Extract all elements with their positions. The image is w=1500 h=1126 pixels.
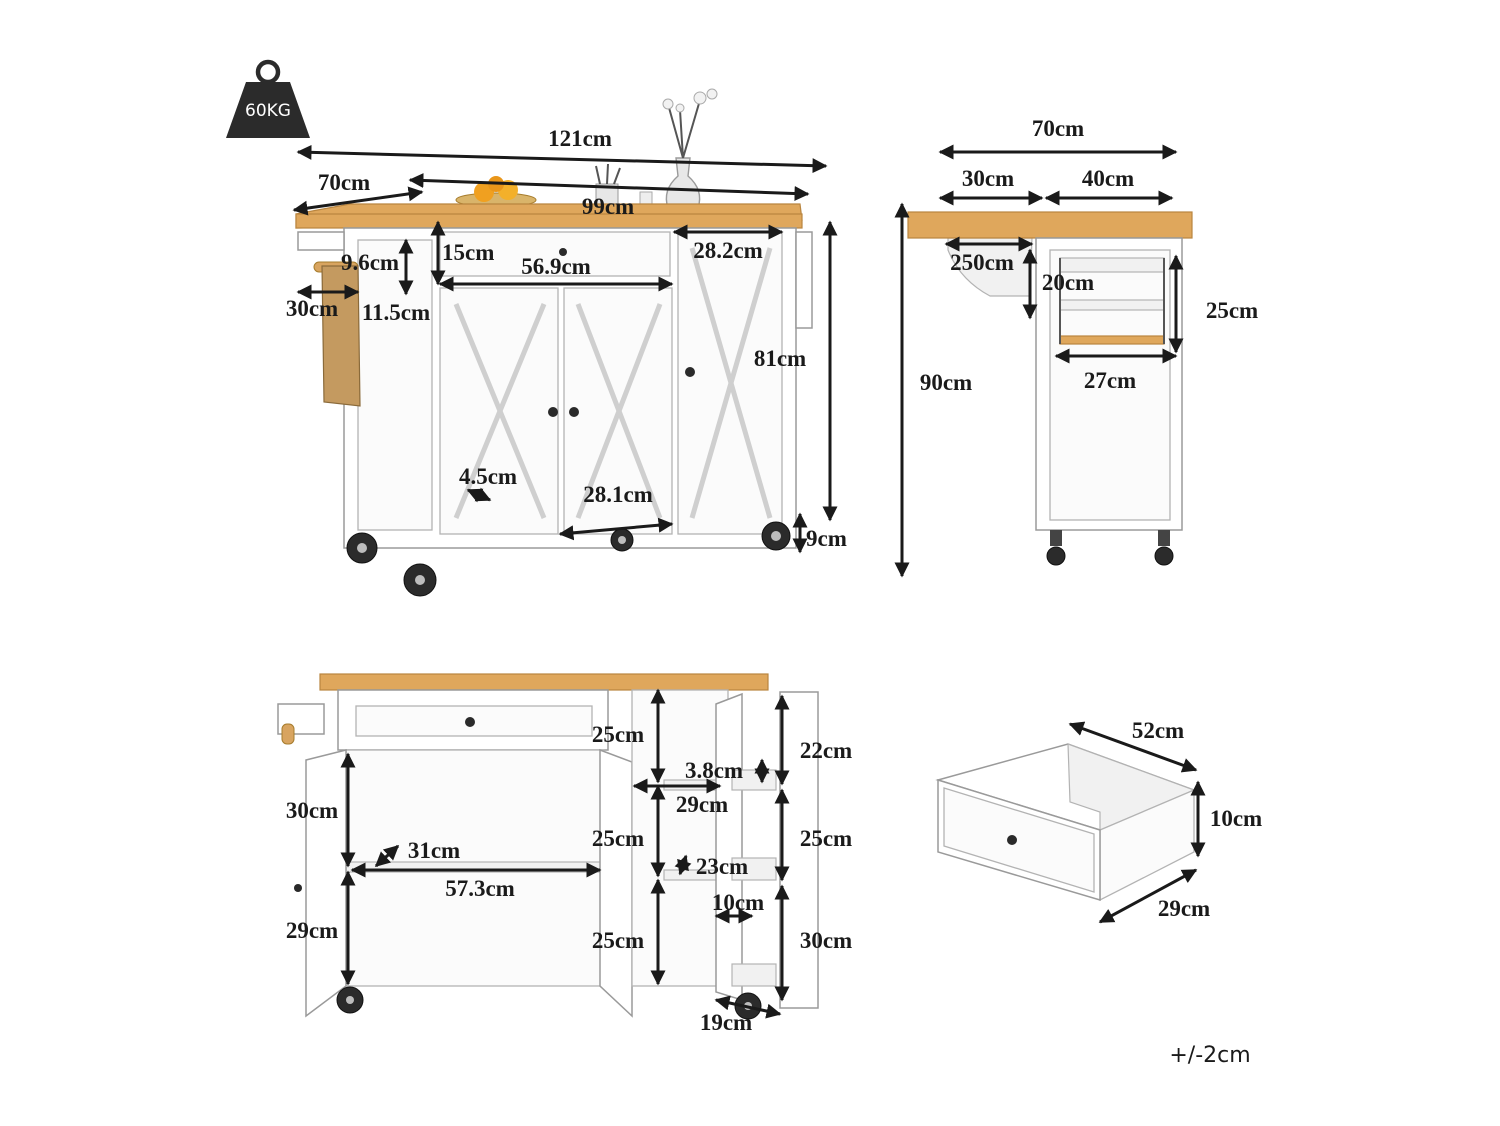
dim-leaf-depth: 30cm <box>962 166 1014 191</box>
dim-shelf-rail-height: 3.8cm <box>685 758 743 783</box>
dim-door-width: 28.1cm <box>583 482 653 507</box>
front-view: 121cm 70cm 99cm 15cm 56.9cm 28.2cm 9.6cm… <box>286 88 847 597</box>
dim-inner-mid-height: 25cm <box>592 826 644 851</box>
dim-shelf-width: 29cm <box>676 792 728 817</box>
tolerance-note: +/-2cm <box>1169 1043 1250 1068</box>
side-countertop <box>907 211 1193 239</box>
side-view: 70cm 30cm 40cm 250cm 20cm 25cm 27cm 90cm <box>894 116 1258 578</box>
dim-fixed-depth: 40cm <box>1082 166 1134 191</box>
open-left-door <box>305 749 347 1018</box>
dim-drawer-width: 56.9cm <box>521 254 591 279</box>
dim-drawer-depth: 52cm <box>1132 718 1184 743</box>
dim-shelf-depth: 31cm <box>408 838 460 863</box>
dim-knob-size: 4.5cm <box>459 464 517 489</box>
dim-drawer-height: 15cm <box>442 240 494 265</box>
dim-shelf-step: 23cm <box>696 854 748 879</box>
dim-inner-upper-height: 25cm <box>592 722 644 747</box>
dim-body-height: 81cm <box>754 346 806 371</box>
drawer-view: 52cm 10cm 29cm <box>935 718 1262 924</box>
dim-leaf-drop: 250cm <box>950 250 1014 275</box>
dim-door-lower-height: 30cm <box>800 928 852 953</box>
weight-label: 60KG <box>245 101 291 121</box>
dim-inner-lower-height: 25cm <box>592 928 644 953</box>
dim-towel-bar-offset: 11.5cm <box>362 300 430 325</box>
dim-total-width: 121cm <box>548 126 612 151</box>
weight-icon: 60KG <box>226 59 310 138</box>
dim-side-door-width: 28.2cm <box>693 238 763 263</box>
dim-towel-bar-gap: 9.6cm <box>341 250 399 275</box>
dim-wheel-height: 9cm <box>806 526 847 551</box>
open-middle-door <box>599 748 633 1018</box>
dim-towel-bar-length: 30cm <box>286 296 338 321</box>
dim-door-rack-width: 19cm <box>700 1010 752 1035</box>
drawer-front <box>439 231 671 277</box>
open-countertop <box>319 673 769 691</box>
dim-rack-width: 27cm <box>1084 368 1136 393</box>
open-right-door <box>715 692 743 1002</box>
dim-inner-width: 57.3cm <box>445 876 515 901</box>
dim-drop-leaf-width: 70cm <box>318 170 370 195</box>
dim-rack-height: 25cm <box>1206 298 1258 323</box>
dim-door-mid-height: 25cm <box>800 826 852 851</box>
towel-icon <box>321 265 361 407</box>
dim-rack-gap: 20cm <box>1042 270 1094 295</box>
dim-total-depth: 70cm <box>1032 116 1084 141</box>
dim-total-height: 90cm <box>920 370 972 395</box>
dim-top-depth: 99cm <box>582 194 634 219</box>
open-view: 30cm 31cm 29cm 57.3cm 25cm 25cm 25cm 3.8… <box>277 673 852 1035</box>
dim-door-rack-depth: 10cm <box>712 890 764 915</box>
dim-drawer-height-box: 10cm <box>1210 806 1262 831</box>
dim-drawer-width-box: 29cm <box>1158 896 1210 921</box>
dim-left-upper-height: 30cm <box>286 798 338 823</box>
dim-left-lower-height: 29cm <box>286 918 338 943</box>
dim-door-upper-height: 22cm <box>800 738 852 763</box>
